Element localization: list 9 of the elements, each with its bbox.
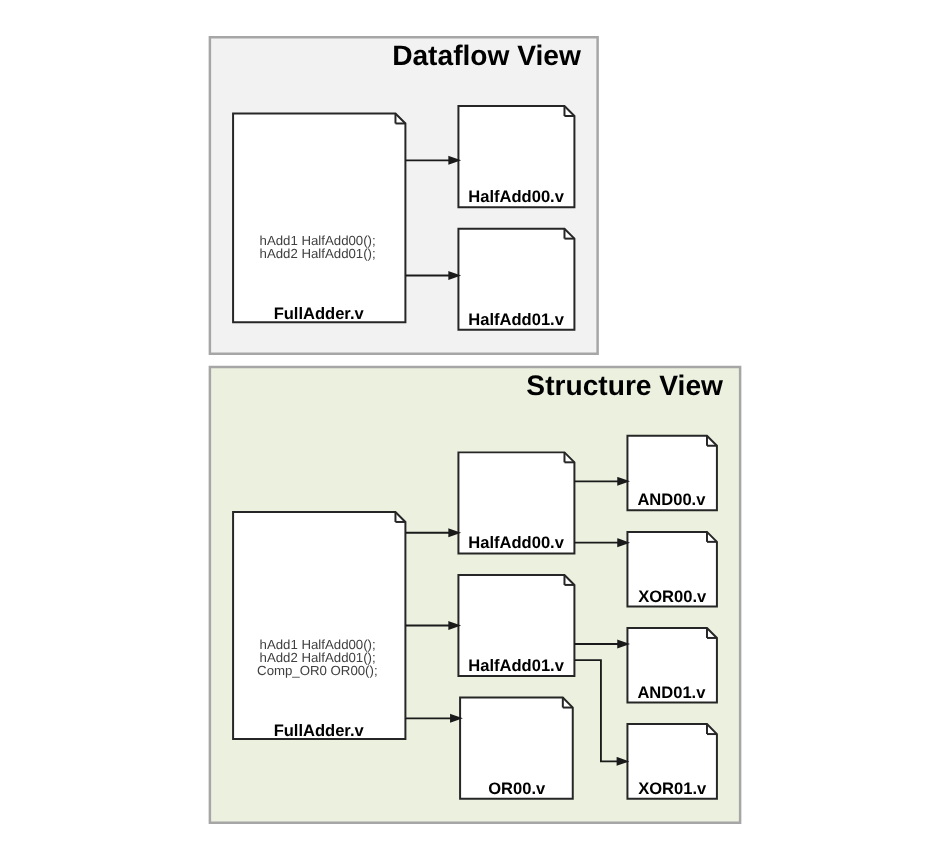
arrow [572, 639, 630, 649]
arrow [403, 713, 462, 723]
arrow [572, 659, 629, 766]
arrow [403, 621, 461, 630]
arrow [572, 538, 630, 548]
arrow [572, 476, 630, 486]
arrow [403, 528, 461, 538]
arrow [403, 155, 461, 165]
arrow [403, 271, 461, 280]
